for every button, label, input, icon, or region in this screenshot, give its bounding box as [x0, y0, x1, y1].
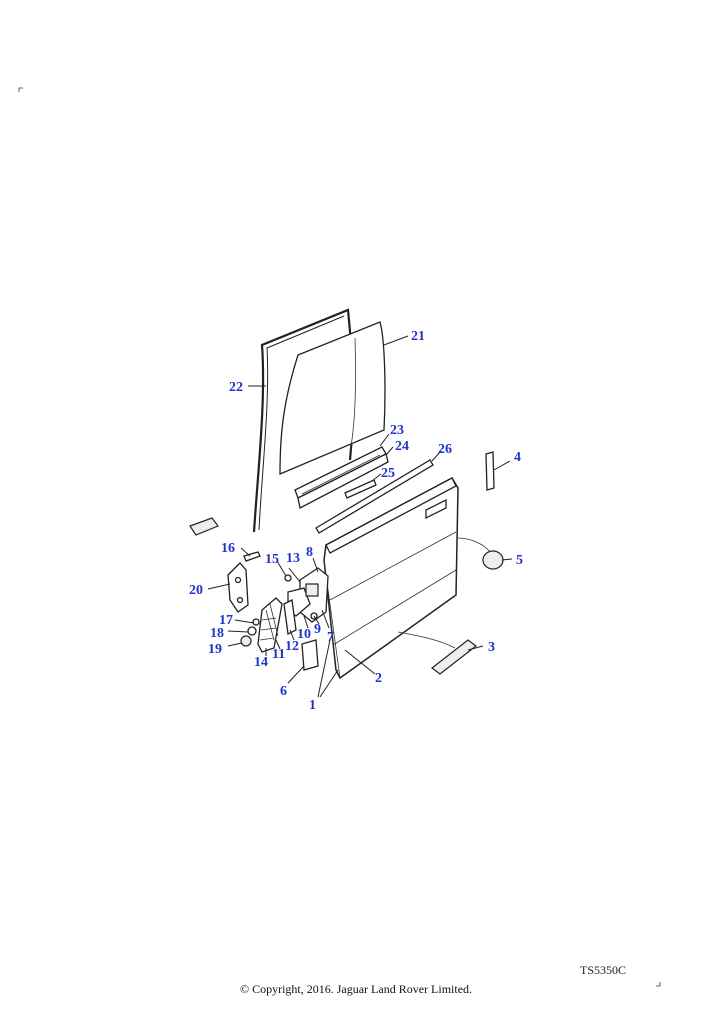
callout-21: 21 — [411, 329, 425, 344]
callout-24: 24 — [395, 439, 409, 454]
hinge-cluster — [283, 567, 329, 671]
knob-5 — [457, 537, 504, 570]
leader-lines — [207, 335, 513, 698]
callout-2: 2 — [375, 671, 382, 686]
window-channel-23-24 — [294, 446, 389, 509]
callout-22: 22 — [229, 380, 243, 395]
callout-17: 17 — [219, 613, 233, 628]
callout-14: 14 — [254, 655, 268, 670]
callout-1: 1 — [309, 698, 316, 713]
window-glass-21 — [279, 321, 386, 475]
callout-13: 13 — [286, 551, 300, 566]
mesh-plate-14 — [257, 597, 283, 653]
callout-11: 11 — [272, 647, 285, 662]
callout-16: 16 — [221, 541, 235, 556]
handle-3 — [397, 631, 477, 675]
washer-18 — [247, 626, 257, 636]
corner-mark — [18, 87, 23, 92]
callout-4: 4 — [514, 450, 521, 465]
callout-20: 20 — [189, 583, 203, 598]
callout-12: 12 — [285, 639, 299, 654]
door-shell-2 — [323, 477, 459, 680]
callout-9: 9 — [314, 622, 321, 637]
callout-labels: 1 2 3 4 5 6 7 8 9 10 11 12 13 14 15 16 1… — [189, 329, 523, 713]
callout-23: 23 — [390, 423, 404, 438]
washer-17 — [252, 618, 260, 626]
corner-mark — [656, 982, 661, 987]
callout-5: 5 — [516, 553, 523, 568]
pad — [189, 517, 219, 536]
callout-3: 3 — [488, 640, 495, 655]
bolt-16 — [243, 551, 261, 562]
callout-8: 8 — [306, 545, 313, 560]
callout-18: 18 — [210, 626, 224, 641]
rod-26 — [315, 459, 434, 534]
callout-19: 19 — [208, 642, 222, 657]
reference-code: TS5350C — [580, 963, 627, 977]
strip-25 — [344, 479, 377, 499]
callout-7: 7 — [327, 630, 334, 645]
nut-19 — [240, 635, 252, 647]
strip-4 — [485, 451, 495, 491]
callout-15: 15 — [265, 552, 279, 567]
callout-25: 25 — [381, 466, 395, 481]
callout-10: 10 — [297, 627, 311, 642]
copyright-notice: © Copyright, 2016. Jaguar Land Rover Lim… — [239, 982, 473, 996]
callout-6: 6 — [280, 684, 287, 699]
callout-26: 26 — [438, 442, 452, 457]
bracket-20 — [227, 562, 249, 613]
